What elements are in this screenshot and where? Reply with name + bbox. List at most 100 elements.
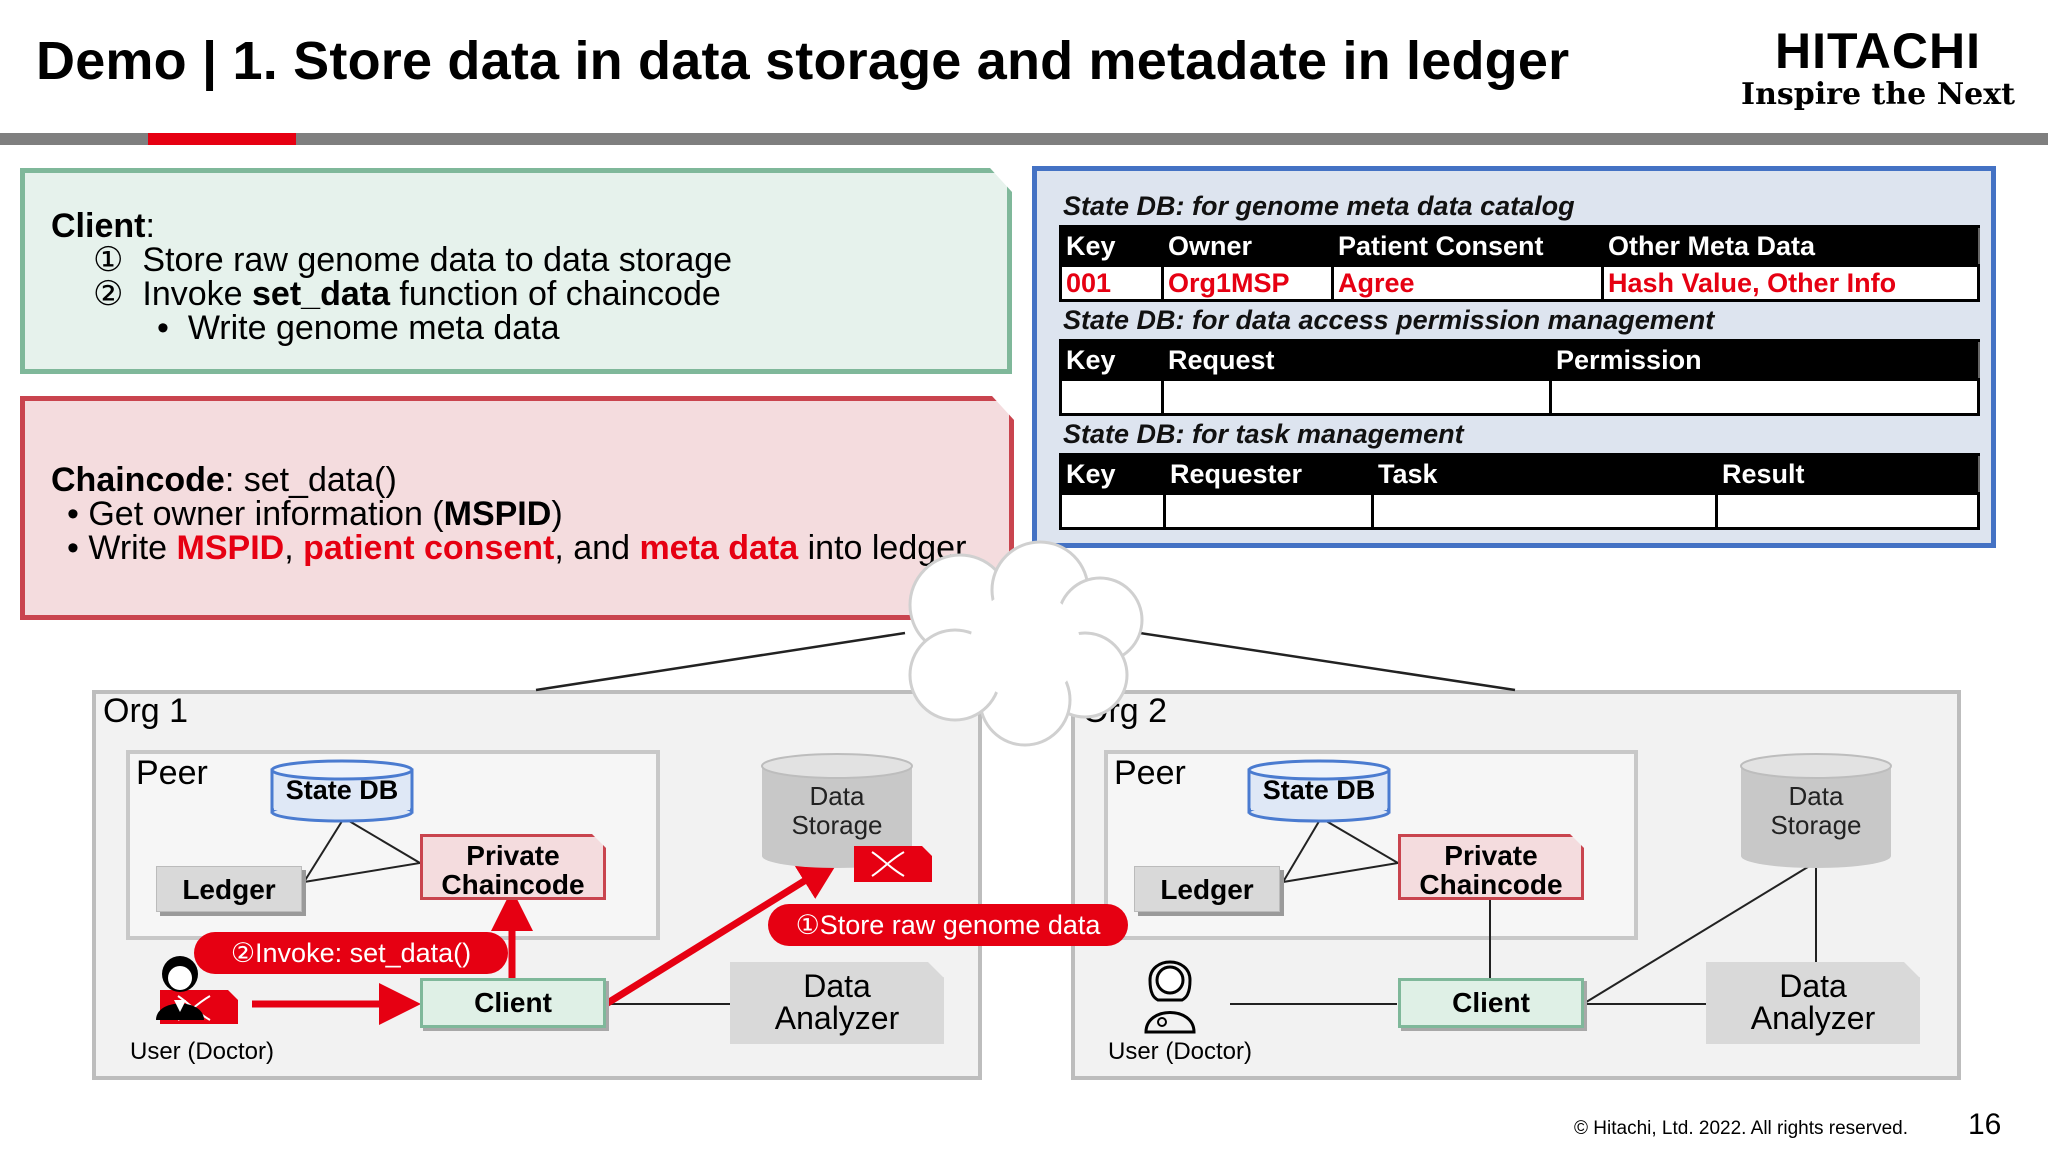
table-row (1059, 379, 1980, 416)
logo-tagline: Inspire the Next (1741, 77, 2015, 112)
item2-mspid: MSPID (176, 529, 285, 567)
table-cell (1059, 379, 1164, 416)
org2-peer-label: Peer (1114, 754, 1186, 792)
column-header: Permission (1549, 339, 1980, 381)
org2-state-db-cylinder (1247, 759, 1391, 823)
org2-ledger: Ledger (1134, 866, 1280, 912)
org1-ledger: Ledger (156, 866, 302, 912)
org2-data-storage: Data Storage (1741, 782, 1891, 840)
table-cell (1371, 493, 1718, 530)
org2-private-chaincode: Private Chaincode (1398, 834, 1584, 900)
header-rule (0, 133, 2048, 145)
org2-state-db: State DB (1262, 775, 1376, 805)
org1-data-storage: Data Storage (762, 782, 912, 840)
org1-data-analyzer: Data Analyzer (730, 962, 944, 1044)
column-header: Owner (1161, 225, 1334, 267)
column-header: Key (1059, 339, 1164, 381)
column-header: Patient Consent (1331, 225, 1604, 267)
doctor-icon (1144, 960, 1196, 1034)
client-note: Client: ① Store raw genome data to data … (20, 168, 1012, 374)
org1-state-db-cylinder (270, 759, 414, 823)
org1-user-label: User (Doctor) (130, 1038, 275, 1065)
table-row (1059, 493, 1980, 530)
table-header-row: Key Request Permission (1059, 339, 1980, 381)
pcc-line1: Private (466, 840, 560, 871)
step1-number: ① (93, 241, 124, 279)
step2-sub-item: Write genome meta data (187, 309, 560, 347)
chaincode-note: Chaincode: set_data() • Get owner inform… (20, 396, 1014, 620)
chaincode-function: : set_data() (224, 461, 397, 499)
storage-line2: Storage (791, 810, 883, 840)
org1-peer-label: Peer (136, 754, 208, 792)
table-cell: 001 (1059, 265, 1164, 302)
step2-text-pre: Invoke (142, 275, 253, 313)
hitachi-logo: HITACHI Inspire the Next (1738, 24, 2018, 112)
page-number: 16 (1968, 1108, 2002, 1141)
client-note-title: Client (51, 207, 146, 245)
item1-pre: Get owner information ( (88, 495, 444, 533)
column-header: Other Meta Data (1601, 225, 1980, 267)
table-cell (1059, 493, 1166, 530)
analyzer-line2: Analyzer (1750, 1000, 1876, 1036)
item2-sep1: , (284, 529, 304, 567)
copyright: © Hitachi, Ltd. 2022. All rights reserve… (1574, 1118, 1908, 1139)
org1-private-chaincode: Private Chaincode (420, 834, 606, 900)
column-header: Result (1715, 453, 1980, 495)
network-link-org1 (535, 631, 906, 692)
bullet: • (67, 529, 79, 567)
org1-label: Org 1 (103, 692, 189, 730)
bullet: • (67, 495, 79, 533)
network-link-org2 (1139, 631, 1516, 692)
genome-table: Key Owner Patient Consent Other Meta Dat… (1059, 225, 1980, 302)
table-cell: Org1MSP (1161, 265, 1334, 302)
org2-data-analyzer: Data Analyzer (1706, 962, 1920, 1044)
table-cell (1161, 379, 1552, 416)
logo-name: HITACHI (1774, 23, 1982, 79)
step1-text: Store raw genome data to data storage (142, 241, 733, 279)
org1-client: Client (420, 978, 606, 1028)
column-header: Key (1059, 225, 1164, 267)
page-title: Demo | 1. Store data in data storage and… (36, 31, 1570, 91)
access-table-title: State DB: for data access permission man… (1063, 305, 1715, 335)
org1-state-db: State DB (285, 775, 399, 805)
item2-consent: patient consent (303, 529, 555, 567)
state-db-panel: State DB: for genome meta data catalog K… (1032, 166, 1996, 548)
table-header-row: Key Owner Patient Consent Other Meta Dat… (1059, 225, 1980, 267)
table-cell (1163, 493, 1374, 530)
column-header: Task (1371, 453, 1718, 495)
chaincode-note-title: Chaincode (51, 461, 225, 499)
arrow-client-to-storage (604, 858, 840, 1007)
store-callout: ①Store raw genome data (768, 904, 1128, 946)
storage-line1: Data (809, 781, 865, 811)
access-table: Key Request Permission (1059, 339, 1980, 416)
pcc-line1: Private (1444, 840, 1538, 871)
storage-line1: Data (1788, 781, 1844, 811)
client-note-colon: : (145, 207, 155, 245)
item2-pre: Write (88, 529, 177, 567)
item2-metadata: meta data (639, 529, 799, 567)
org2-client: Client (1398, 978, 1584, 1028)
item2-sep2: , and (554, 529, 640, 567)
org2-user-label: User (Doctor) (1108, 1038, 1253, 1065)
step2-number: ② (93, 275, 124, 313)
analyzer-line2: Analyzer (774, 1000, 900, 1036)
pcc-line2: Chaincode (441, 869, 585, 900)
task-table-title: State DB: for task management (1063, 419, 1464, 449)
task-table: Key Requester Task Result (1059, 453, 1980, 530)
doctor-icon (156, 956, 204, 1020)
pcc-line2: Chaincode (1419, 869, 1563, 900)
table-row: 001 Org1MSP Agree Hash Value, Other Info (1059, 265, 1980, 302)
org2-data-storage-cylinder (1740, 753, 1892, 868)
column-header: Request (1161, 339, 1552, 381)
analyzer-line1: Data (803, 968, 871, 1004)
table-cell: Agree (1331, 265, 1604, 302)
column-header: Key (1059, 453, 1166, 495)
dna-file-icon (854, 846, 932, 882)
cloud-icon (908, 540, 1144, 747)
table-cell (1715, 493, 1980, 530)
analyzer-line1: Data (1779, 968, 1847, 1004)
item1-mspid: MSPID (443, 495, 552, 533)
step2-function: set_data (252, 275, 390, 313)
item1-post: ) (551, 495, 563, 533)
